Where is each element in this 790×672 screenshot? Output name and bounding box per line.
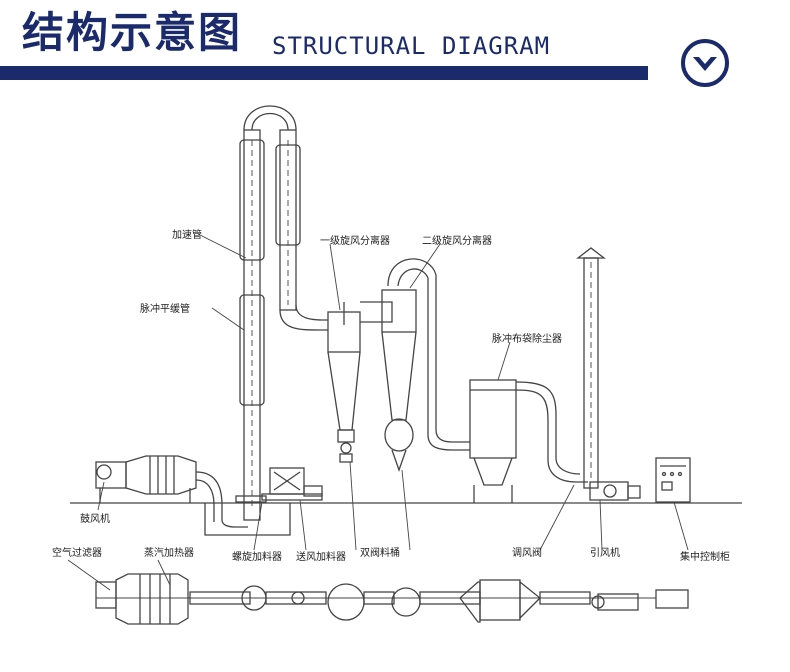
label-leaders — [67, 233, 689, 591]
page-subtitle: STRUCTURAL DIAGRAM — [272, 32, 551, 60]
structural-diagram: 加速管 脉冲平缓管 一级旋风分离器 二级旋风分离器 脉冲布袋除尘器 鼓风机 空气… — [52, 105, 742, 625]
label-damper: 调风阀 — [512, 546, 542, 559]
cyclone-1 — [327, 301, 393, 463]
cyclone-2 — [381, 258, 470, 472]
label-screw-feeder: 螺旋加料器 — [232, 550, 282, 563]
pulse-bag-filter — [469, 379, 588, 503]
page-title: 结构示意图 — [22, 8, 243, 57]
base-pit — [204, 503, 291, 536]
plan-view — [95, 573, 689, 625]
label-cyclone-2: 二级旋风分离器 — [422, 234, 492, 247]
label-accel-tube: 加速管 — [172, 228, 202, 241]
label-pulse-bag-filter: 脉冲布袋除尘器 — [492, 332, 562, 345]
chevron-down-circle-icon[interactable] — [678, 36, 732, 90]
control-cabinet — [655, 457, 691, 503]
label-double-valve: 双阀料桶 — [360, 546, 400, 559]
diagram-labels: 加速管 脉冲平缓管 一级旋风分离器 二级旋风分离器 脉冲布袋除尘器 鼓风机 空气… — [52, 228, 730, 563]
label-control-cabinet: 集中控制柜 — [680, 550, 730, 563]
page-header: 结构示意图 STRUCTURAL DIAGRAM — [0, 0, 790, 90]
exhaust-chimney — [576, 247, 606, 489]
label-steam-heater: 蒸汽加热器 — [144, 546, 194, 559]
induced-fan — [589, 481, 641, 501]
label-induced-fan: 引风机 — [590, 546, 620, 559]
label-air-filter: 空气过滤器 — [52, 546, 102, 559]
label-feed-blower: 送风加料器 — [296, 550, 346, 563]
label-blower: 鼓风机 — [80, 512, 110, 525]
label-pulse-flat-tube: 脉冲平缓管 — [140, 302, 190, 315]
accel-tube — [239, 105, 328, 521]
screw-feeder — [235, 467, 323, 503]
label-cyclone-1: 一级旋风分离器 — [320, 234, 390, 247]
header-divider-bar — [0, 66, 648, 80]
blower-unit — [95, 455, 248, 528]
